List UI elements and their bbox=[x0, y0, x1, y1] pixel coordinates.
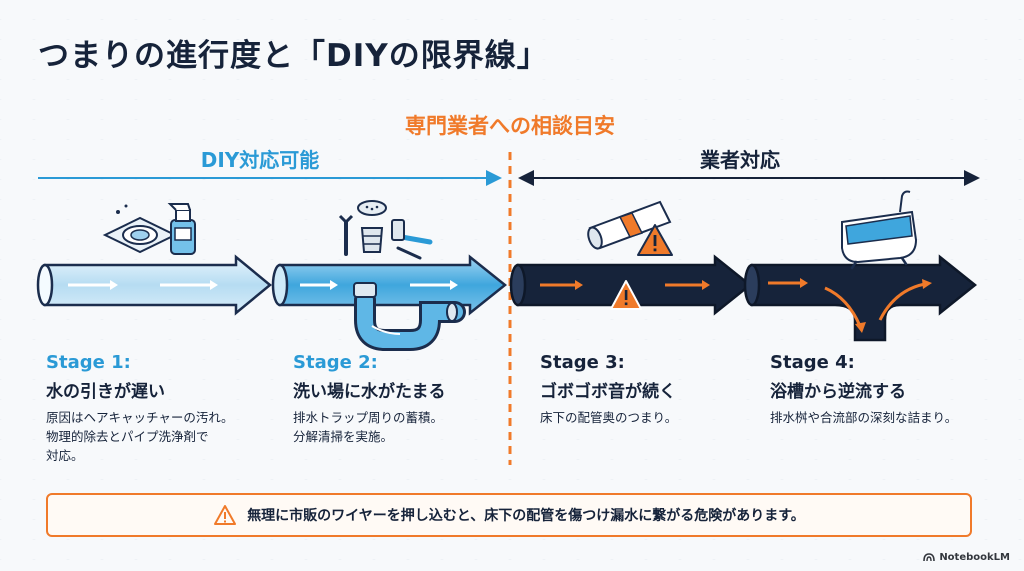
stage-number: Stage 3: bbox=[540, 352, 625, 373]
warning-text: 無理に市販のワイヤーを押し込むと、床下の配管を傷つけ漏水に繋がる危険があります。 bbox=[247, 508, 805, 524]
brand-logo: NotebookLM bbox=[923, 552, 1010, 563]
page-title: つまりの進行度と「DIYの限界線」 bbox=[38, 38, 549, 74]
clogged-pipe-icon bbox=[587, 200, 672, 250]
zone-pro-label: 業者対応 bbox=[700, 148, 780, 172]
zone-diy-label: DIY対応可能 bbox=[200, 148, 320, 172]
warning-icon bbox=[610, 280, 642, 310]
stage-4: Stage 4: 浴槽から逆流する 排水桝や合流部の深刻な詰まり。 bbox=[770, 352, 1000, 427]
stage-number: Stage 1: bbox=[46, 352, 131, 373]
spray-bottle-icon bbox=[167, 203, 196, 255]
stage-3: Stage 3: ゴボゴボ音が続く 床下の配管奥のつまり。 bbox=[540, 352, 770, 427]
stage-description: 原因はヘアキャッチャーの汚れ。 物理的除去とパイプ洗浄剤で 対応。 bbox=[46, 410, 234, 463]
stage-heading: ゴボゴボ音が続く bbox=[540, 382, 676, 402]
wrench-icon bbox=[338, 214, 354, 256]
pipe-stage-2 bbox=[271, 254, 508, 316]
consult-threshold-label: 専門業者への相談目安 bbox=[405, 114, 615, 138]
stage-heading: 浴槽から逆流する bbox=[770, 382, 906, 402]
warning-banner: 無理に市販のワイヤーを押し込むと、床下の配管を傷つけ漏水に繋がる危険があります。 bbox=[46, 493, 972, 537]
pipe-stage-4 bbox=[743, 254, 978, 342]
stage-heading: 洗い場に水がたまる bbox=[293, 382, 446, 402]
pipe-stage-3 bbox=[509, 254, 753, 316]
pipe-stage-1 bbox=[36, 254, 272, 316]
pipe-trap-icon bbox=[353, 282, 466, 351]
stage-number: Stage 2: bbox=[293, 352, 378, 373]
stage-description: 排水桝や合流部の深刻な詰まり。 bbox=[770, 410, 958, 425]
stage-number: Stage 4: bbox=[770, 352, 855, 373]
bathtub-icon bbox=[841, 190, 918, 270]
hammer-icon bbox=[391, 219, 433, 260]
warning-icon bbox=[214, 505, 237, 525]
notebooklm-icon bbox=[923, 553, 936, 562]
drain-cover-icon bbox=[102, 204, 178, 254]
drain-strainer-icon bbox=[357, 200, 387, 253]
stage-2: Stage 2: 洗い場に水がたまる 排水トラップ周りの蓄積。 分解清掃を実施。 bbox=[293, 352, 523, 446]
warning-icon bbox=[637, 224, 673, 256]
stage-description: 排水トラップ周りの蓄積。 分解清掃を実施。 bbox=[293, 410, 444, 444]
stage-description: 床下の配管奥のつまり。 bbox=[540, 410, 678, 425]
brand-name: NotebookLM bbox=[939, 552, 1010, 563]
stage-1: Stage 1: 水の引きが遅い 原因はヘアキャッチャーの汚れ。 物理的除去とパ… bbox=[46, 352, 276, 465]
stage-heading: 水の引きが遅い bbox=[46, 382, 165, 402]
